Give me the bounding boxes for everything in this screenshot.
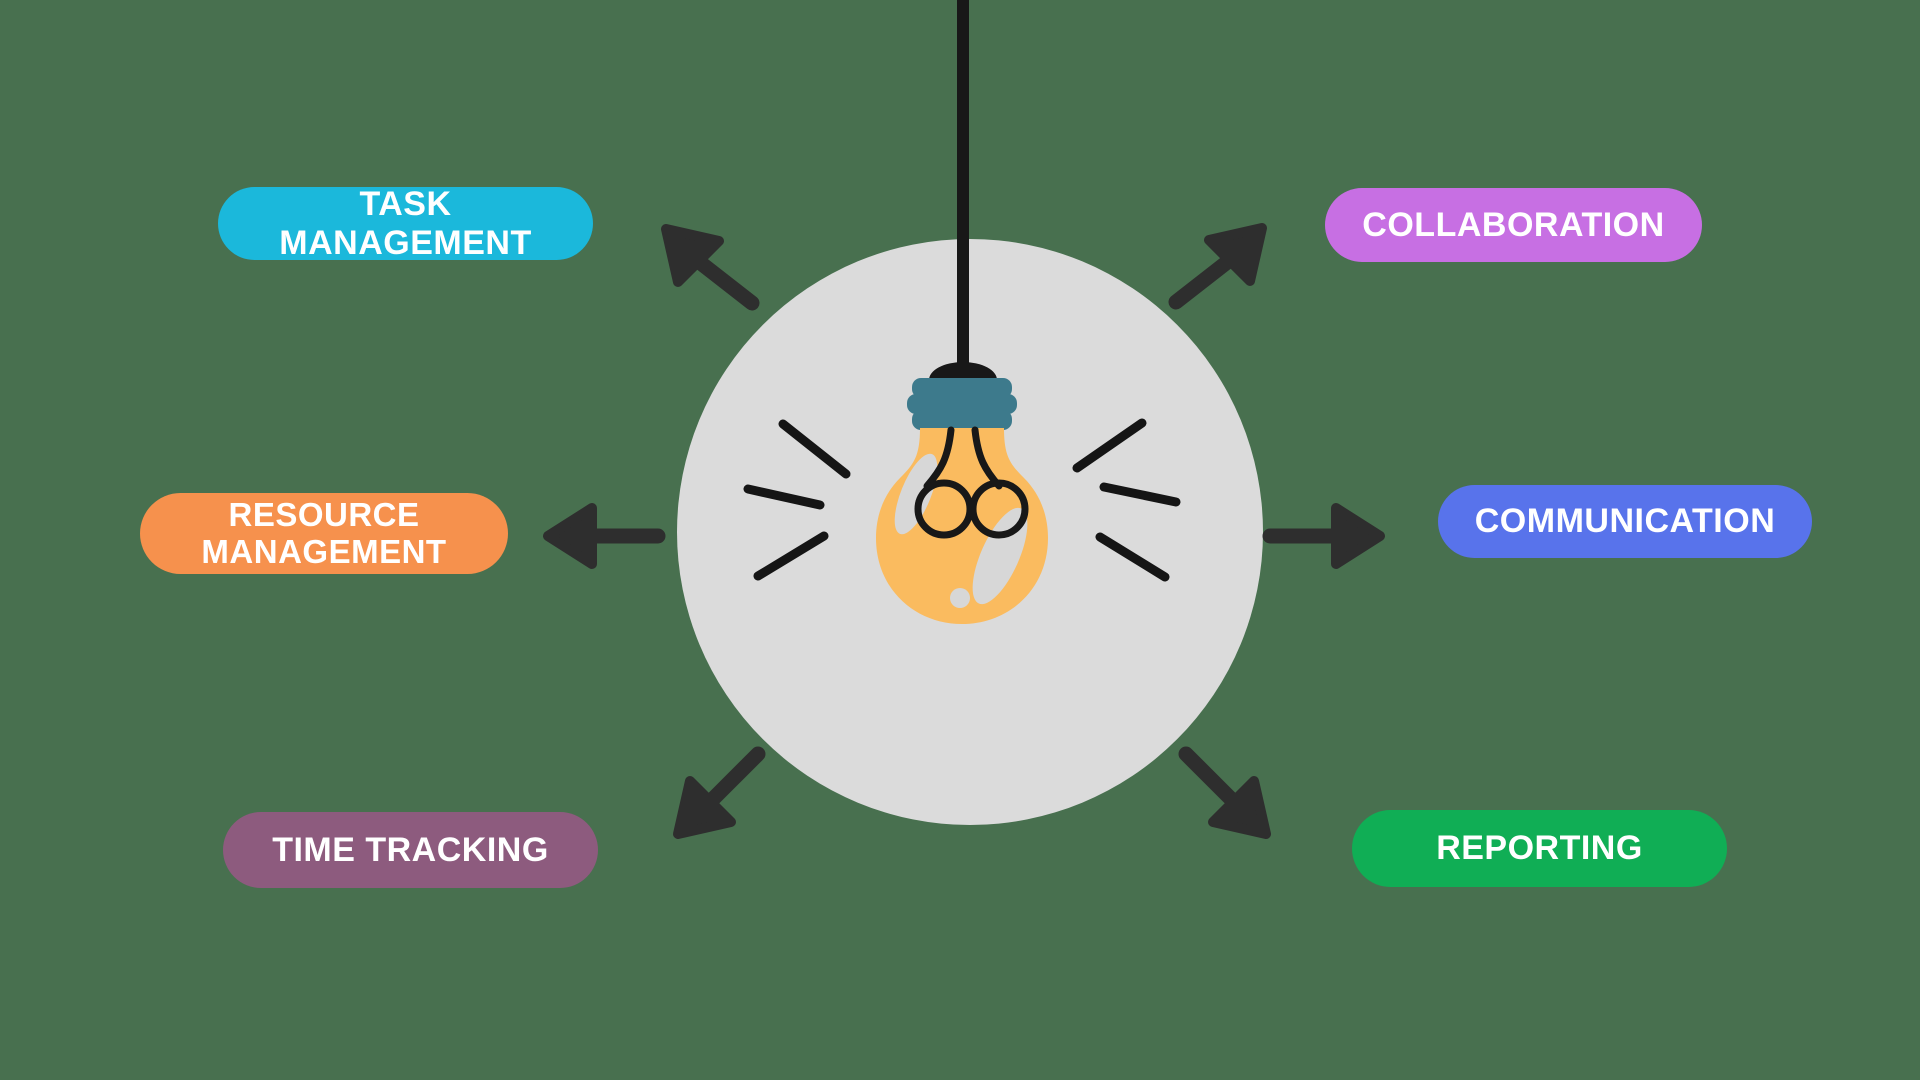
node-communication: COMMUNICATION [1438, 485, 1812, 558]
arrow-to-collaboration [1168, 223, 1267, 310]
idea-rays [743, 418, 1181, 582]
node-resource-management: RESOURCE MANAGEMENT [140, 493, 508, 574]
node-label: TIME TRACKING [272, 830, 549, 869]
node-label: RESOURCE MANAGEMENT [201, 495, 447, 570]
arrow-to-resource-management [543, 503, 666, 569]
node-task-management: TASK MANAGEMENT [218, 185, 593, 262]
arrow-to-communication [1262, 503, 1385, 569]
bulb-filament [914, 426, 1029, 539]
node-time-tracking: TIME TRACKING [223, 812, 598, 888]
node-reporting: REPORTING [1352, 810, 1727, 887]
node-label: TASK MANAGEMENT [279, 185, 532, 262]
arrow-to-task-management [661, 224, 760, 311]
node-label: COLLABORATION [1362, 205, 1665, 244]
node-label: REPORTING [1436, 829, 1643, 868]
node-label: COMMUNICATION [1474, 502, 1776, 541]
bulb-socket [907, 378, 1017, 430]
lamp-cord [957, 0, 969, 385]
node-collaboration: COLLABORATION [1325, 188, 1702, 262]
arrow-to-reporting [1178, 746, 1271, 839]
arrow-to-time-tracking [673, 746, 766, 839]
